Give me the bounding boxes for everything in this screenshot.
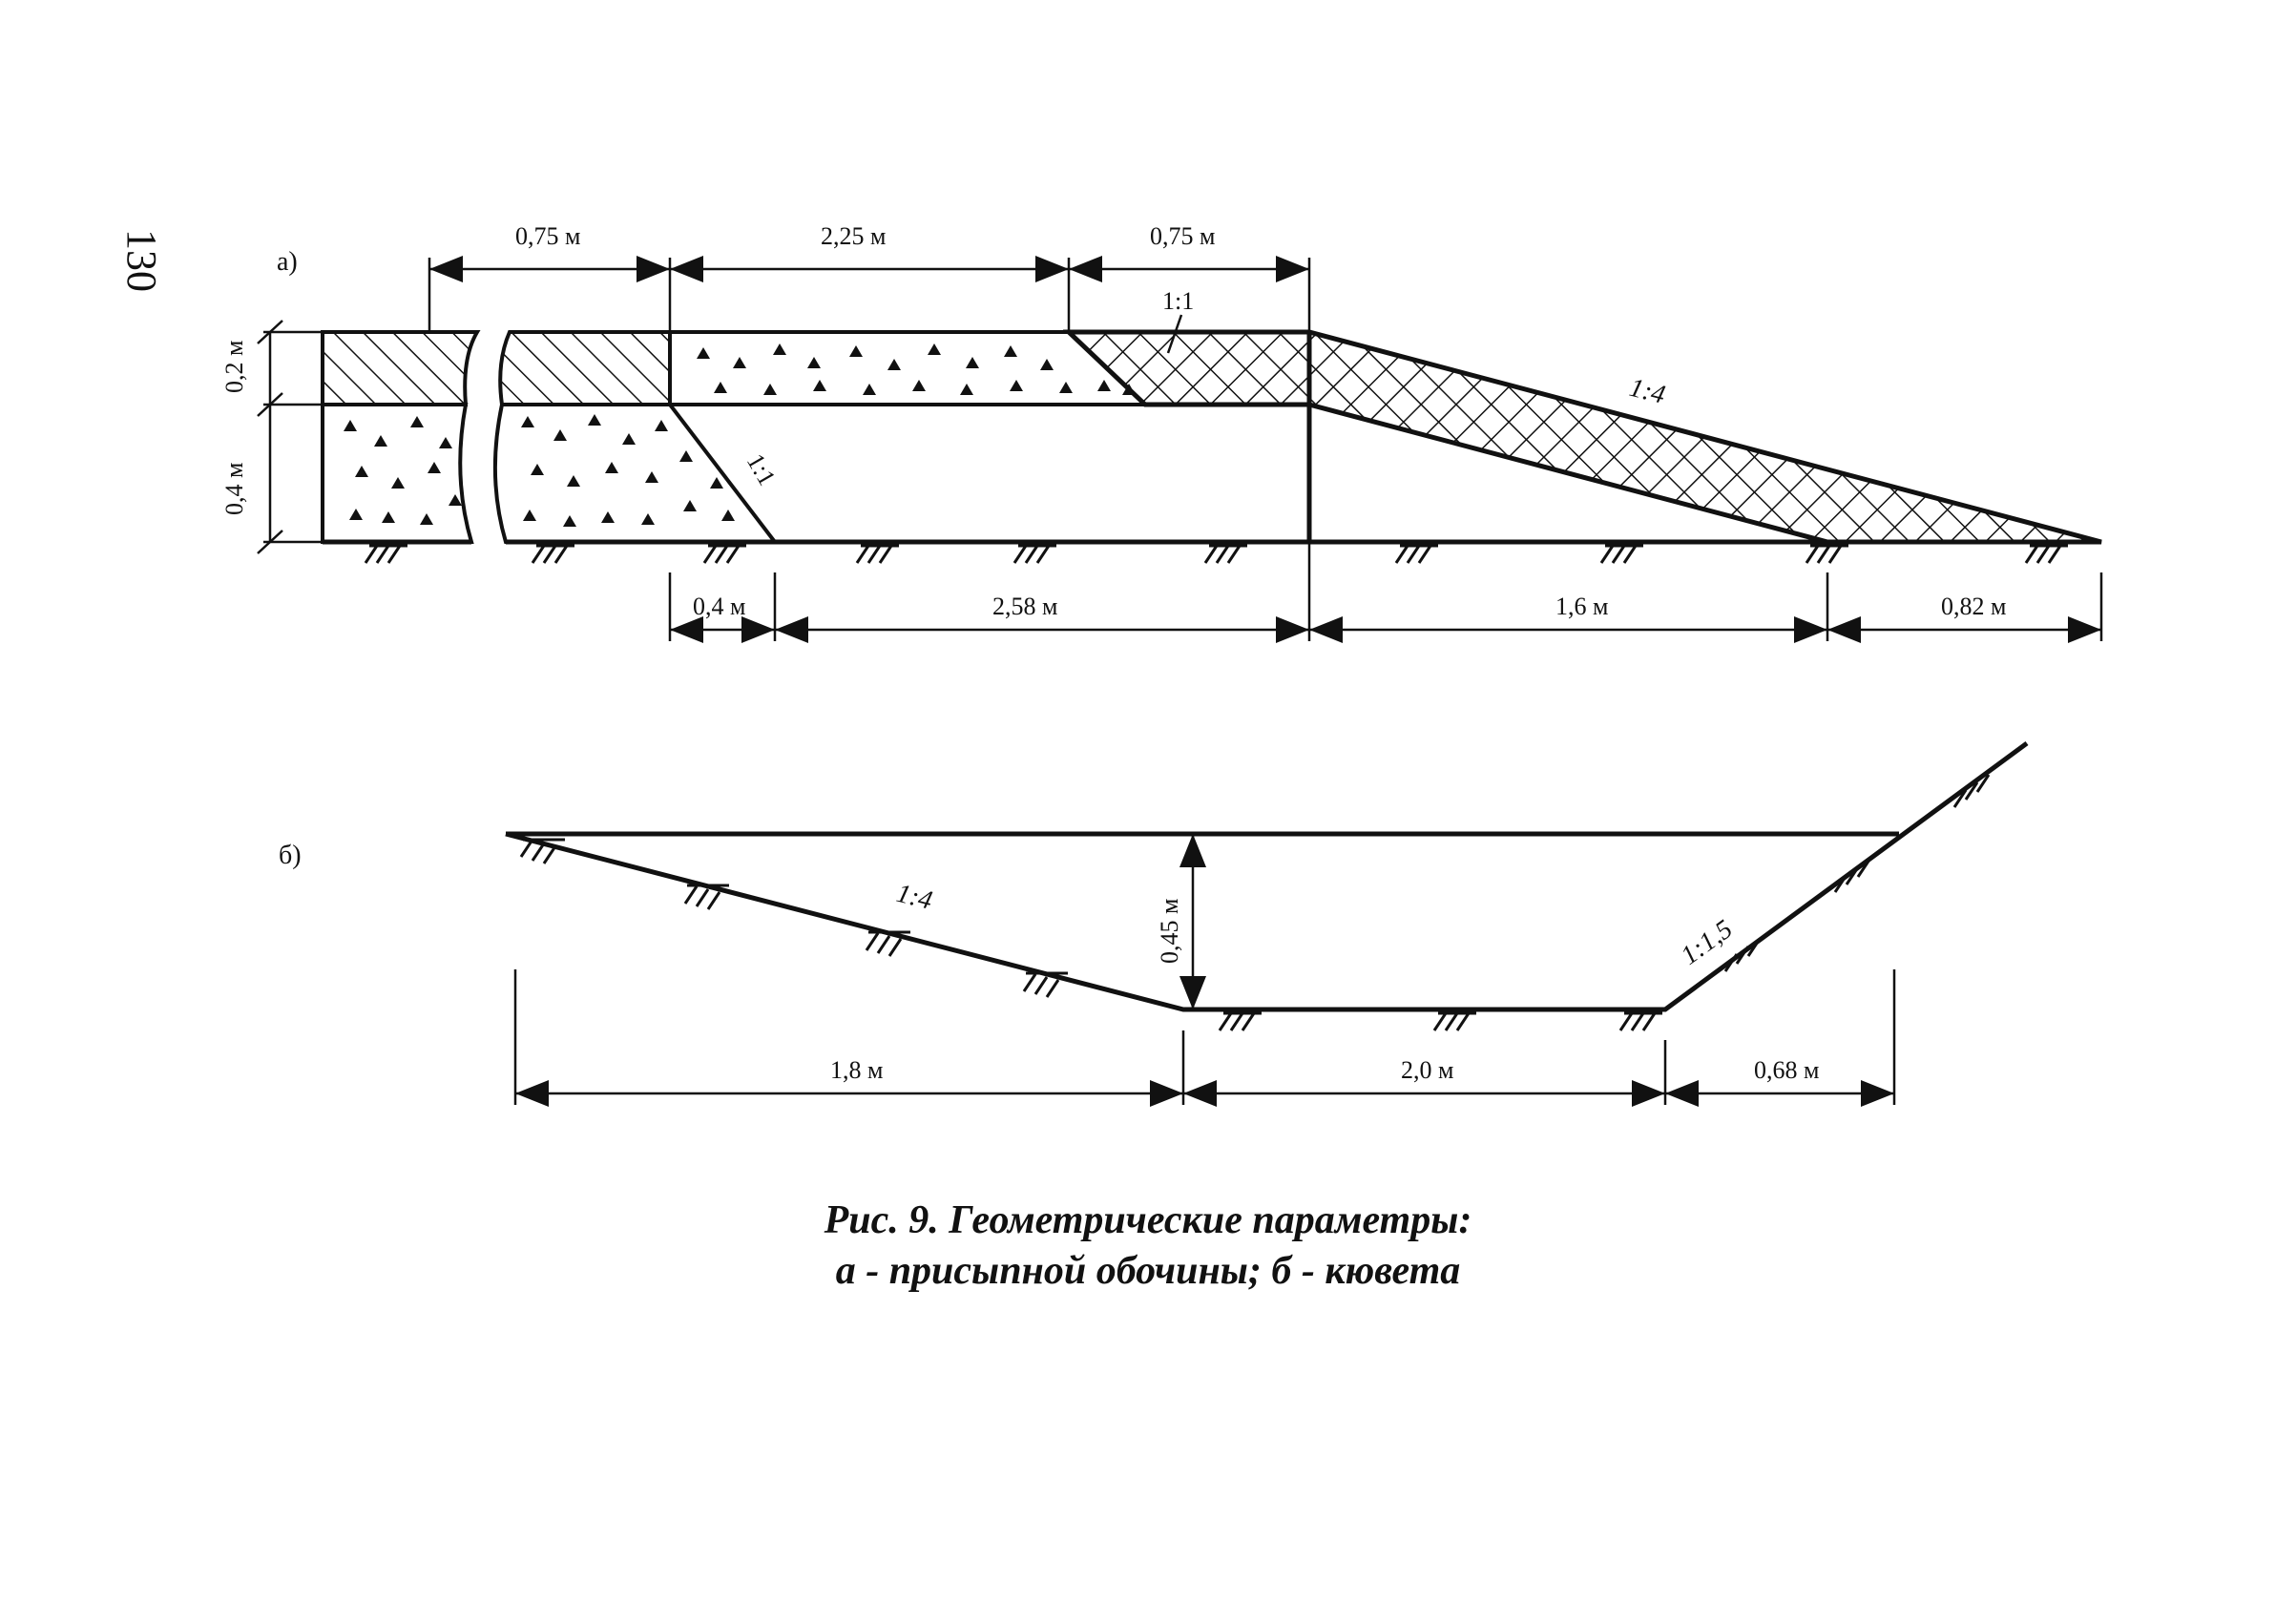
dim-top-1: 0,75 м	[515, 222, 580, 250]
asphalt-layer-right	[498, 330, 672, 406]
dim-top-2: 2,25 м	[821, 222, 886, 250]
part-a-shoulder-diagram: а)	[220, 222, 2103, 643]
dim-bottom-1: 0,4 м	[693, 593, 745, 620]
dim-b-2: 2,0 м	[1401, 1056, 1453, 1084]
slope-label-ditch-left: 1:4	[893, 879, 935, 916]
figure-caption-line2: а - присыпной обочины; б - кювета	[836, 1249, 1461, 1293]
dim-bottom-4: 0,82 м	[1941, 593, 2006, 620]
page-number: 130	[118, 229, 165, 292]
dim-left-2: 0,4 м	[220, 463, 248, 515]
left-dimensions: 0,2 м 0,4 м	[220, 320, 323, 554]
dim-bottom-2: 2,58 м	[992, 593, 1057, 620]
dim-left-1: 0,2 м	[220, 341, 248, 393]
gravel-texture-base	[344, 414, 735, 527]
figure-caption-line1: Рис. 9. Геометрические параметры:	[824, 1198, 1472, 1242]
dim-depth: 0,45 м	[1156, 899, 1183, 964]
ground-hatch-b	[519, 774, 1991, 1031]
bottom-dimensions: 0,4 м 2,58 м 1,6 м 0,82 м	[668, 542, 2103, 643]
part-a-label: а)	[277, 247, 298, 277]
dim-b-3: 0,68 м	[1754, 1056, 1819, 1084]
ditch-profile	[505, 740, 2029, 1012]
top-dimensions: 0,75 м 2,25 м 0,75 м	[428, 222, 1311, 332]
dim-top-3: 0,75 м	[1150, 222, 1215, 250]
slope-label-embankment: 1:4	[1626, 373, 1668, 410]
gravel-base-left	[321, 403, 474, 544]
ground-hatch-a	[364, 544, 2068, 564]
slope-label-top: 1:1	[1162, 287, 1194, 315]
dim-b-1: 1,8 м	[830, 1056, 883, 1084]
part-b-ditch-diagram: б) 0,45 м 1,8 м 2,0 м 0,68 м	[279, 740, 2029, 1107]
soil-embankment	[1062, 329, 2102, 545]
gravel-texture-top	[697, 343, 1136, 395]
asphalt-layer-left	[321, 330, 481, 406]
part-b-label: б)	[279, 841, 302, 870]
slope-leader	[1166, 314, 1183, 354]
dim-bottom-3: 1,6 м	[1555, 593, 1608, 620]
slope-label-base: 1:1	[741, 449, 782, 490]
